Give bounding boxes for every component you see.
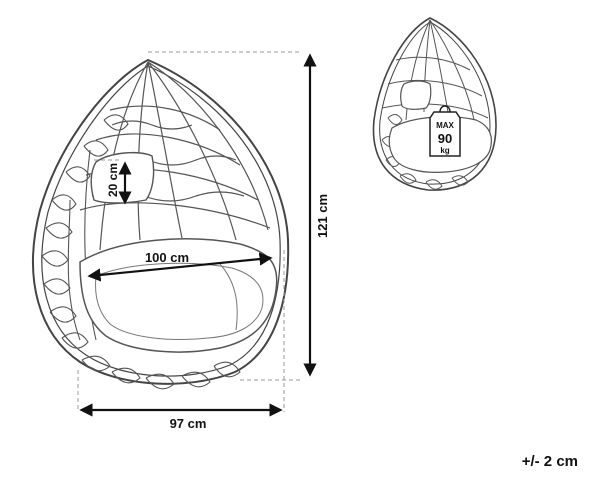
seat-width-label: 100 cm: [145, 250, 189, 265]
guide-lines: [77, 51, 300, 412]
chair-small: [372, 17, 497, 191]
chair-frame: [32, 58, 290, 385]
width-label: 97 cm: [170, 416, 207, 431]
max-load-line3: kg: [440, 146, 449, 155]
tolerance-note: +/- 2 cm: [521, 453, 578, 470]
seat-width-arrow: [87, 252, 273, 282]
max-load-badge: MAX 90 kg: [429, 105, 461, 157]
back-ribs: [79, 61, 271, 251]
dimension-arrows: [79, 53, 317, 417]
max-load-line1: MAX: [436, 121, 454, 130]
max-load-line2: 90: [438, 131, 452, 146]
cushion-height-label: 20 cm: [106, 163, 120, 197]
height-label: 121 cm: [315, 194, 330, 238]
chair-large: [32, 58, 290, 390]
weight-icon: [429, 111, 461, 157]
back-pillow: [90, 151, 155, 204]
weave-pattern: [41, 114, 241, 390]
